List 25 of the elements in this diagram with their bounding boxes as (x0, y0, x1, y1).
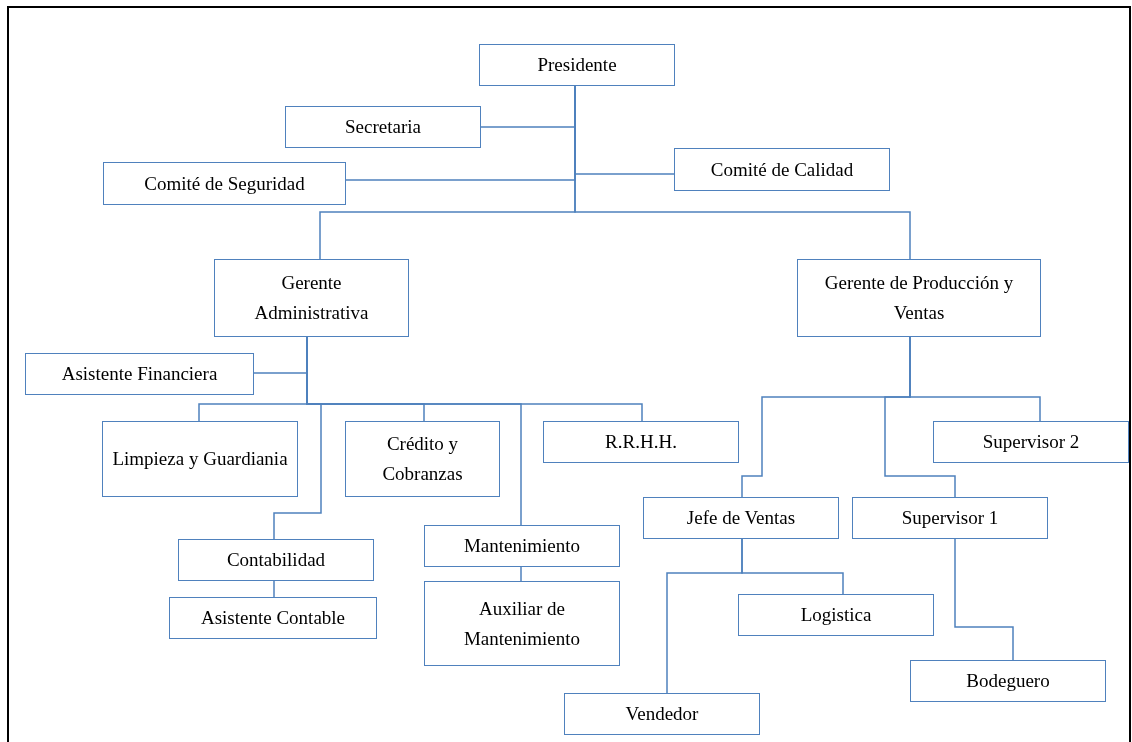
org-box: Secretaria (285, 106, 481, 148)
connector-line (273, 580, 275, 598)
org-box: Supervisor 2 (933, 421, 1129, 463)
org-box: Comité de Seguridad (103, 162, 346, 205)
org-box: Gerente de Producción y Ventas (797, 259, 1041, 337)
org-box: Contabilidad (178, 539, 374, 581)
org-box: Gerente Administrativa (214, 259, 409, 337)
org-box: Asistente Financiera (25, 353, 254, 395)
org-box: Vendedor (564, 693, 760, 735)
org-box: Bodeguero (910, 660, 1106, 702)
org-box: R.R.H.H. (543, 421, 739, 463)
org-box: Mantenimiento (424, 525, 620, 567)
org-box: Asistente Contable (169, 597, 377, 639)
org-box: Jefe de Ventas (643, 497, 839, 539)
org-box: Crédito y Cobranzas (345, 421, 500, 497)
org-box: Logistica (738, 594, 934, 636)
org-box: Comité de Calidad (674, 148, 890, 191)
connector-line (666, 538, 743, 694)
connector-line (520, 566, 522, 582)
org-box: Auxiliar de Mantenimiento (424, 581, 620, 666)
connector-line (909, 336, 1041, 422)
org-box: Supervisor 1 (852, 497, 1048, 539)
org-box: Limpieza y Guardiania (102, 421, 298, 497)
connector-line (954, 538, 1014, 661)
org-box: Presidente (479, 44, 675, 86)
